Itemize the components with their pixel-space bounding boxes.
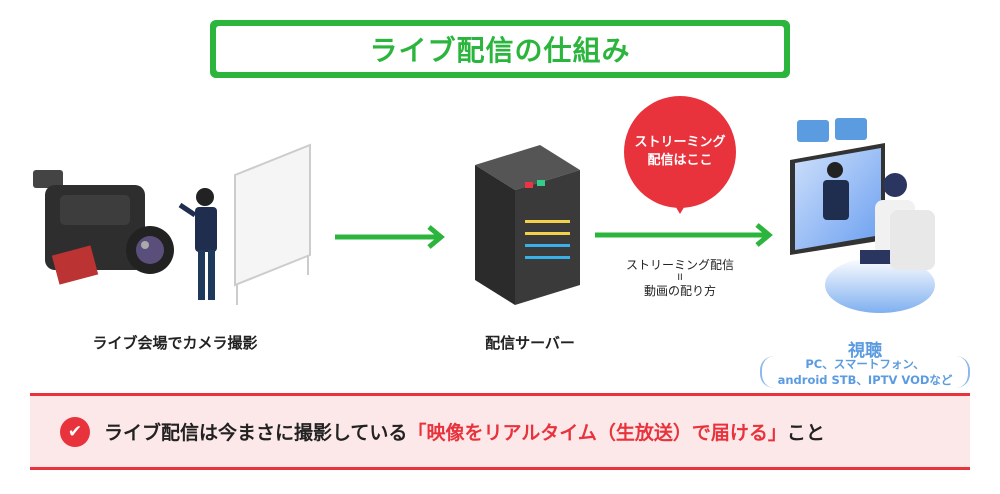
server-illustration (475, 145, 580, 305)
check-circle-icon: ✔ (60, 416, 90, 447)
bubble-line2: 配信はここ (647, 153, 713, 168)
streaming-note-equals: II (677, 273, 683, 284)
streaming-callout-bubble: ストリーミング 配信はここ (624, 96, 736, 208)
arrow-right-icon (335, 225, 445, 249)
chat-bubble-icon (797, 118, 867, 142)
presenter-icon (178, 188, 217, 300)
server-step-label: 配信サーバー (485, 334, 575, 352)
viewing-devices: PC、スマートフォン、 android STB、IPTV VODなど (760, 356, 970, 389)
bubble-tail (674, 204, 686, 214)
arrow-right-icon (595, 223, 773, 247)
page-title: ライブ配信の仕組み (216, 26, 784, 72)
bubble-line1: ストリーミング (634, 135, 726, 151)
video-camera-icon (33, 170, 174, 285)
viewing-step-label: 視聴 (848, 341, 882, 361)
viewing-devices-line1: PC、スマートフォン、 (805, 357, 925, 371)
streaming-note: ストリーミング配信 II 動画の配り方 (600, 257, 760, 301)
summary-prefix: ライブ配信は今まさに撮影している (104, 422, 408, 444)
title-banner: ライブ配信の仕組み (210, 20, 790, 78)
viewing-devices-line2: android STB、IPTV VODなど (777, 373, 953, 388)
streaming-note-line3: 動画の配り方 (643, 284, 716, 299)
summary-highlight: 「映像をリアルタイム（生放送）で届ける」 (407, 422, 787, 444)
summary-suffix: こと (786, 422, 825, 444)
whiteboard-icon (234, 143, 311, 305)
camera-step-label: ライブ会場でカメラ撮影 (92, 334, 258, 352)
camera-scene-illustration (33, 143, 311, 305)
streaming-note-line1: ストリーミング配信 (625, 258, 734, 272)
summary-box: ✔ ライブ配信は今まさに撮影している 「映像をリアルタイム（生放送）で届ける」 … (30, 393, 970, 470)
viewer-illustration (790, 118, 935, 313)
